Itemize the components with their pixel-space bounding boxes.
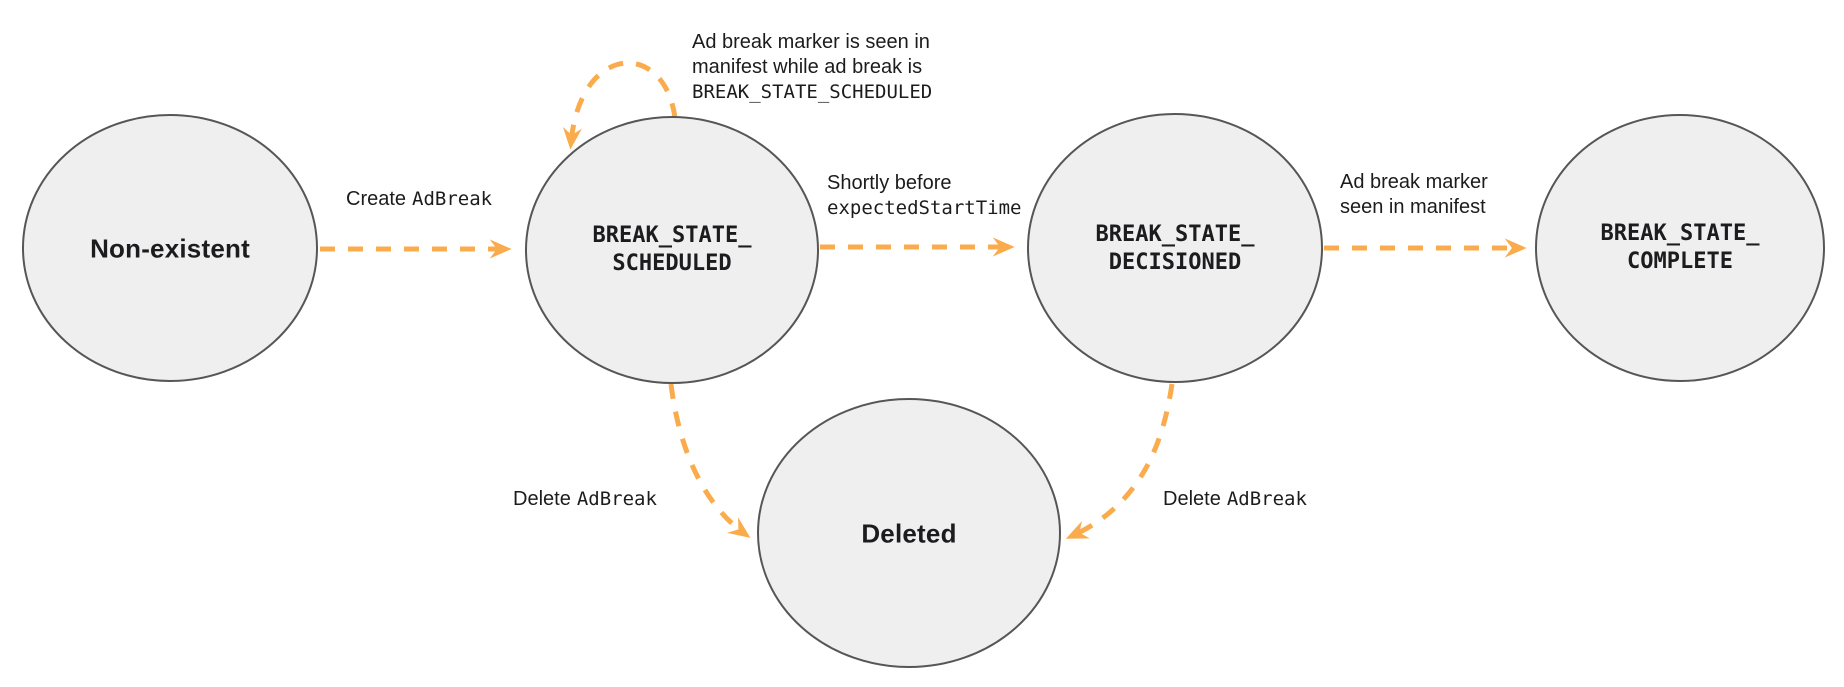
node-label-line: BREAK_STATE_ (1095, 222, 1255, 247)
node-label-line: BREAK_STATE_ (592, 223, 752, 248)
edge-label-line: Shortly before (827, 172, 952, 194)
edge-delete-from-scheduled-arrow (668, 383, 751, 538)
edge-label-text: Delete (513, 488, 571, 510)
node-break-state-complete (1535, 114, 1825, 382)
edge-label-text: Delete (1163, 488, 1221, 510)
edge-delete-from-decisioned-arrow (1065, 383, 1175, 539)
edge-label-text: Create (346, 188, 407, 210)
edge-label-line: Ad break marker (1340, 171, 1488, 193)
edge-label-shortly-before: Shortly before expectedStartTime (827, 171, 1021, 221)
edge-label-marker-seen: Ad break marker seen in manifest (1340, 170, 1488, 220)
node-deleted (757, 398, 1061, 668)
node-break-state-scheduled (525, 116, 819, 384)
node-label-deleted: Deleted (861, 518, 957, 549)
node-label-break-state-decisioned: BREAK_STATE_ DECISIONED (1096, 221, 1255, 277)
node-label-line: DECISIONED (1108, 250, 1242, 275)
edge-label-self-loop: Ad break marker is seen in manifest whil… (692, 30, 932, 105)
edge-label-line: seen in manifest (1340, 196, 1486, 218)
edge-self-loop-arrow (562, 60, 678, 150)
edge-label-line: Ad break marker is seen in (692, 31, 930, 53)
node-break-state-decisioned (1027, 113, 1323, 383)
node-label-break-state-scheduled: BREAK_STATE_ SCHEDULED (593, 222, 752, 278)
node-label-line: BREAK_STATE_ (1600, 221, 1760, 246)
edge-label-code: AdBreak (576, 488, 657, 510)
edge-label-code: AdBreak (412, 188, 493, 210)
edge-label-line: manifest while ad break is (692, 56, 923, 78)
node-label-non-existent: Non-existent (90, 233, 250, 264)
edge-label-code: expectedStartTime (827, 197, 1022, 219)
node-label-line: SCHEDULED (612, 251, 732, 276)
edge-label-code: AdBreak (1226, 488, 1307, 510)
node-label-line: COMPLETE (1627, 249, 1733, 274)
node-label-break-state-complete: BREAK_STATE_ COMPLETE (1601, 220, 1760, 276)
node-non-existent (22, 114, 318, 382)
edge-label-code: BREAK_STATE_SCHEDULED (692, 81, 933, 103)
